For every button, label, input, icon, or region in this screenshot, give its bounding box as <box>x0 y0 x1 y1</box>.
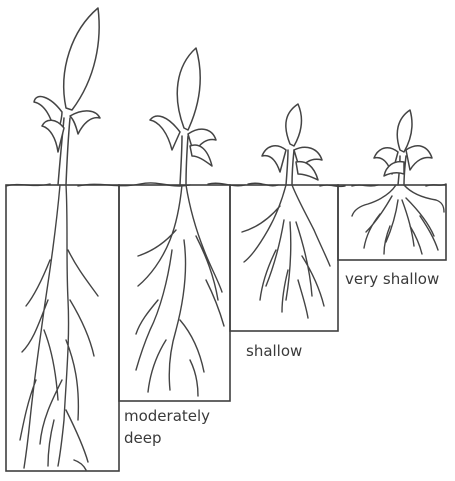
roots <box>242 185 330 318</box>
label-shallow: shallow <box>246 341 302 361</box>
roots <box>20 185 98 470</box>
roots <box>136 185 224 396</box>
label-moderately-deep-line1: moderately <box>124 406 210 426</box>
leaf <box>70 111 100 134</box>
leaf <box>190 145 212 166</box>
soil-box-shallow <box>230 185 338 331</box>
stem <box>286 150 294 185</box>
plant-shallow <box>242 104 330 318</box>
roots <box>352 185 444 254</box>
leaf <box>286 104 302 146</box>
leaf <box>64 8 99 110</box>
label-very-shallow: very shallow <box>345 269 439 289</box>
leaf <box>177 48 200 130</box>
soil-box-moderately-deep <box>119 185 230 401</box>
leaf <box>150 116 180 150</box>
leaf <box>397 110 412 152</box>
plant-very-shallow <box>352 110 444 254</box>
leaf <box>262 146 286 172</box>
leaf <box>406 146 432 170</box>
plant-deep <box>20 8 100 470</box>
leaf <box>296 162 318 180</box>
label-moderately-deep-line2: deep <box>124 428 162 448</box>
stem <box>180 136 188 185</box>
plant-moderately-deep <box>136 48 224 396</box>
